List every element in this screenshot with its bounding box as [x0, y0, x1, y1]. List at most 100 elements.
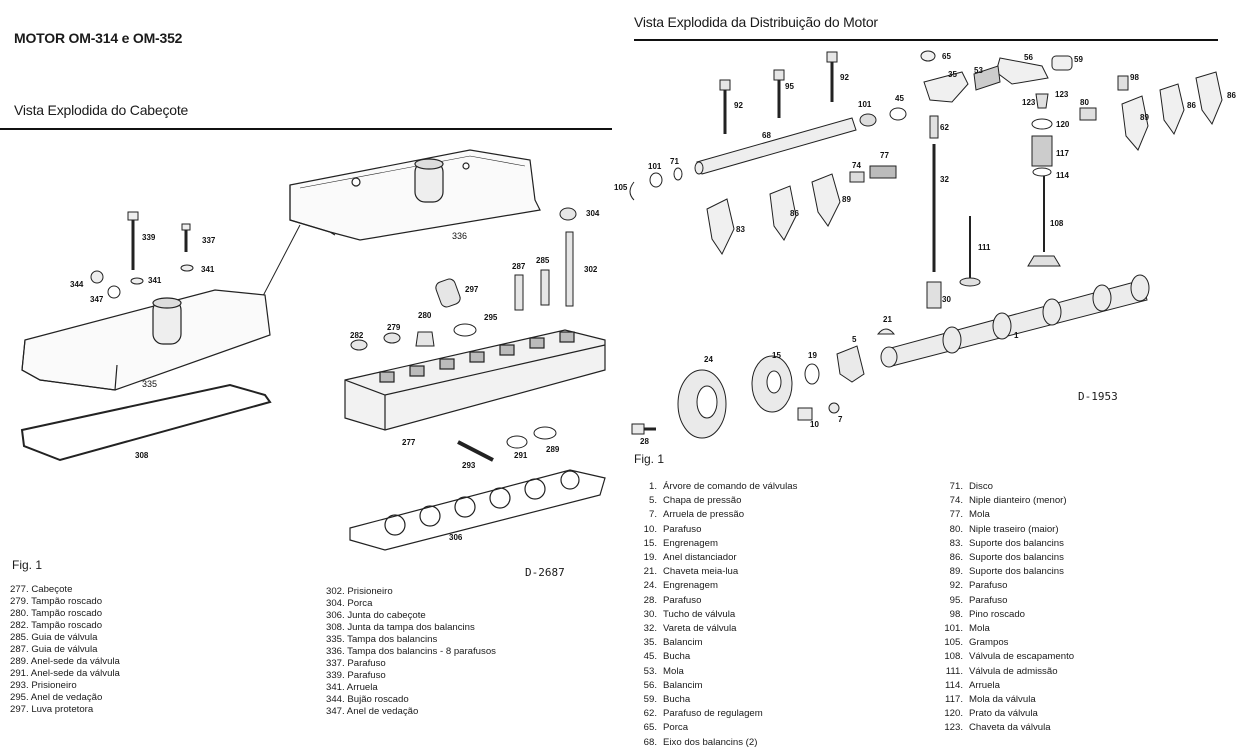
callout: 306	[449, 533, 463, 542]
callout: 89	[1140, 113, 1149, 122]
cylinder-head-exploded-diagram: 339 337 341 344 347 341 336 304 335 308 …	[20, 149, 606, 551]
callout: 95	[785, 82, 794, 91]
legend-item: 277. Cabeçote	[10, 584, 73, 595]
callout: 279	[387, 323, 401, 332]
callout: 10	[810, 420, 819, 429]
valve-parts	[926, 75, 1129, 309]
callout: 344	[70, 280, 84, 289]
head-gasket	[349, 469, 606, 551]
callout: 30	[942, 295, 951, 304]
legend-item: 105.Grampos	[944, 637, 1009, 649]
distribution-exploded-diagram: 65 56 59 92 95 92 35 53 98 101 45 123 12…	[614, 50, 1236, 446]
legend-item: 1.Árvore de comando de válvulas	[648, 481, 798, 492]
figure-label-right: Fig. 1	[634, 452, 665, 466]
section-rule-right	[634, 39, 1218, 41]
callout: 86	[1227, 91, 1236, 100]
legend-item: 308. Junta da tampa dos balancins	[326, 622, 475, 633]
legend-item: 120.Prato da válvula	[944, 708, 1038, 720]
camshaft	[876, 274, 1150, 368]
callout: 21	[883, 315, 892, 324]
legend-item: 347. Anel de vedação	[326, 706, 419, 717]
legend-item: 302. Prisioneiro	[326, 586, 393, 597]
rocker-shaft	[694, 117, 857, 175]
callout: 80	[1080, 98, 1089, 107]
section-title-distribution: Vista Explodida da Distribuição do Motor	[634, 14, 878, 30]
callout: 293	[462, 461, 476, 470]
rocker-arms	[920, 50, 1073, 103]
callout: 86	[1187, 101, 1196, 110]
legend-item: 77.Mola	[949, 509, 990, 521]
legend-item: 53.Mola	[643, 665, 684, 677]
bolts-339-337	[90, 211, 194, 299]
gears	[631, 345, 865, 439]
callout: 114	[1056, 171, 1069, 180]
legend-item: 293. Prisioneiro	[10, 680, 77, 691]
callout: 7	[838, 415, 843, 424]
callout: 282	[350, 331, 364, 340]
legend-item: 65.Porca	[643, 722, 689, 734]
rocker-cover-lower	[21, 289, 271, 391]
legend-item: 98.Pino roscado	[949, 608, 1025, 620]
legend-item: 15.Engrenagem	[643, 537, 718, 549]
legend-item: 337. Parafuso	[326, 658, 386, 669]
callout: 123	[1055, 90, 1069, 99]
legend-item: 336. Tampa dos balancins - 8 parafusos	[326, 646, 496, 657]
section-title-cylinder-head: Vista Explodida do Cabeçote	[14, 102, 189, 118]
callout: 304	[586, 209, 600, 218]
legend-item: 30.Tucho de válvula	[643, 608, 736, 620]
cylinder-head	[344, 329, 606, 431]
legend-item: 285. Guia de válvula	[10, 632, 98, 643]
callout: 337	[202, 236, 216, 245]
callout: 74	[852, 161, 861, 170]
drawing-code-right: D-1953	[1078, 390, 1118, 403]
legend-item: 32.Vareta de válvula	[643, 623, 737, 635]
legend-item: 68.Eixo dos balancins (2)	[643, 736, 758, 748]
callout: 280	[418, 311, 432, 320]
callout: 28	[640, 437, 649, 446]
callout-labels-right: 65 56 59 92 95 92 35 53 98 101 45 123 12…	[614, 52, 1236, 446]
callout: 341	[201, 265, 215, 274]
legend-item: 117.Mola da válvula	[945, 694, 1036, 706]
legend-item: 297. Luva protetora	[10, 704, 94, 715]
legend-item: 289. Anel-sede da válvula	[10, 656, 120, 667]
callout: 35	[948, 70, 957, 79]
legend-item: 92.Parafuso	[949, 580, 1008, 592]
callout: 32	[940, 175, 949, 184]
legend-item: 80.Niple traseiro (maior)	[949, 523, 1059, 535]
callout: 111	[978, 243, 991, 252]
callout: 15	[772, 351, 781, 360]
legend-item: 339. Parafuso	[326, 670, 386, 681]
legend-item: 123.Chaveta da válvula	[944, 722, 1051, 734]
callout: 339	[142, 233, 156, 242]
legend-item: 335. Tampa dos balancins	[326, 634, 438, 645]
legend-item: 5.Chapa de pressão	[648, 495, 742, 507]
legend-distribution-col2: 71.Disco 74.Niple dianteiro (menor) 77.M…	[936, 480, 1074, 736]
callout: 19	[808, 351, 817, 360]
rocker-cover-gasket	[20, 383, 272, 462]
figure-label-left: Fig. 1	[12, 558, 43, 572]
callout: 297	[465, 285, 479, 294]
legend-item: 24.Engrenagem	[643, 580, 718, 592]
callout: 336	[452, 231, 467, 241]
callout-labels-left: 339 337 341 344 347 341 336 304 335 308 …	[70, 209, 600, 542]
callout: 1	[1014, 331, 1019, 340]
callout: 65	[942, 52, 951, 61]
callout: 302	[584, 265, 598, 274]
callout: 5	[852, 335, 857, 344]
legend-item: 344. Bujão roscado	[326, 694, 409, 705]
legend-item: 7.Arruela de pressão	[648, 509, 745, 521]
callout: 308	[135, 451, 149, 460]
legend-item: 62.Parafuso de regulagem	[643, 708, 763, 720]
callout: 335	[142, 379, 157, 389]
callout: 287	[512, 262, 526, 271]
legend-item: 295. Anel de vedação	[10, 692, 103, 703]
callout: 59	[1074, 55, 1083, 64]
callout: 83	[736, 225, 745, 234]
legend-item: 56.Balancim	[643, 679, 703, 691]
legend-cylinder-head-col2: 302. Prisioneiro 304. Porca 306. Junta d…	[326, 586, 496, 718]
callout: 123	[1022, 98, 1036, 107]
legend-item: 35.Balancim	[643, 637, 703, 649]
callout: 92	[734, 101, 743, 110]
callout: 45	[895, 94, 904, 103]
legend-item: 59.Bucha	[643, 694, 691, 706]
